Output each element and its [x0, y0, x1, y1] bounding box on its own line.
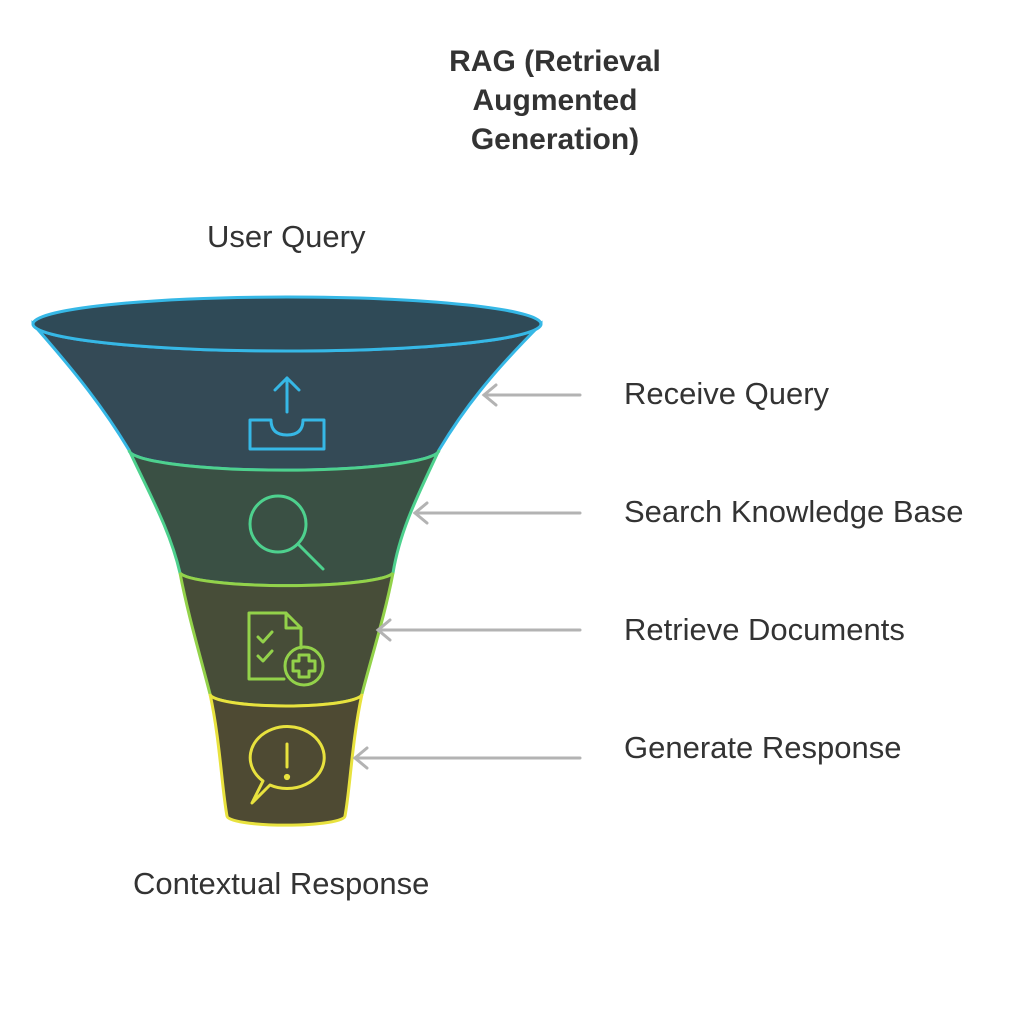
stage-label-generate-response: Generate Response	[624, 730, 902, 765]
stage-label-receive-query: Receive Query	[624, 376, 830, 411]
diagram-title: RAG (Retrieval Augmented Generation)	[449, 45, 661, 156]
funnel-stage-retrieve-documents	[178, 571, 395, 708]
speech-bubble-exclamation-icon	[248, 725, 326, 805]
funnel-stage-search-knowledge-base	[127, 449, 441, 588]
input-label: User Query	[207, 219, 366, 254]
stage-label-search-knowledge-base: Search Knowledge Base	[624, 494, 964, 529]
arrow-retrieve-documents	[375, 618, 582, 642]
funnel-segment-retrieve-documents	[178, 571, 395, 708]
document-checklist-plus-icon	[247, 611, 325, 687]
funnel-rim	[31, 295, 543, 353]
output-label: Contextual Response	[133, 866, 430, 901]
funnel-segment-search-knowledge-base	[127, 449, 441, 588]
magnifier-icon	[248, 494, 325, 571]
stage-label-retrieve-documents: Retrieve Documents	[624, 612, 905, 647]
upload-tray-icon	[248, 376, 326, 451]
arrow-generate-response	[352, 746, 582, 770]
arrow-receive-query	[481, 383, 582, 407]
arrow-search-knowledge-base	[412, 501, 582, 525]
